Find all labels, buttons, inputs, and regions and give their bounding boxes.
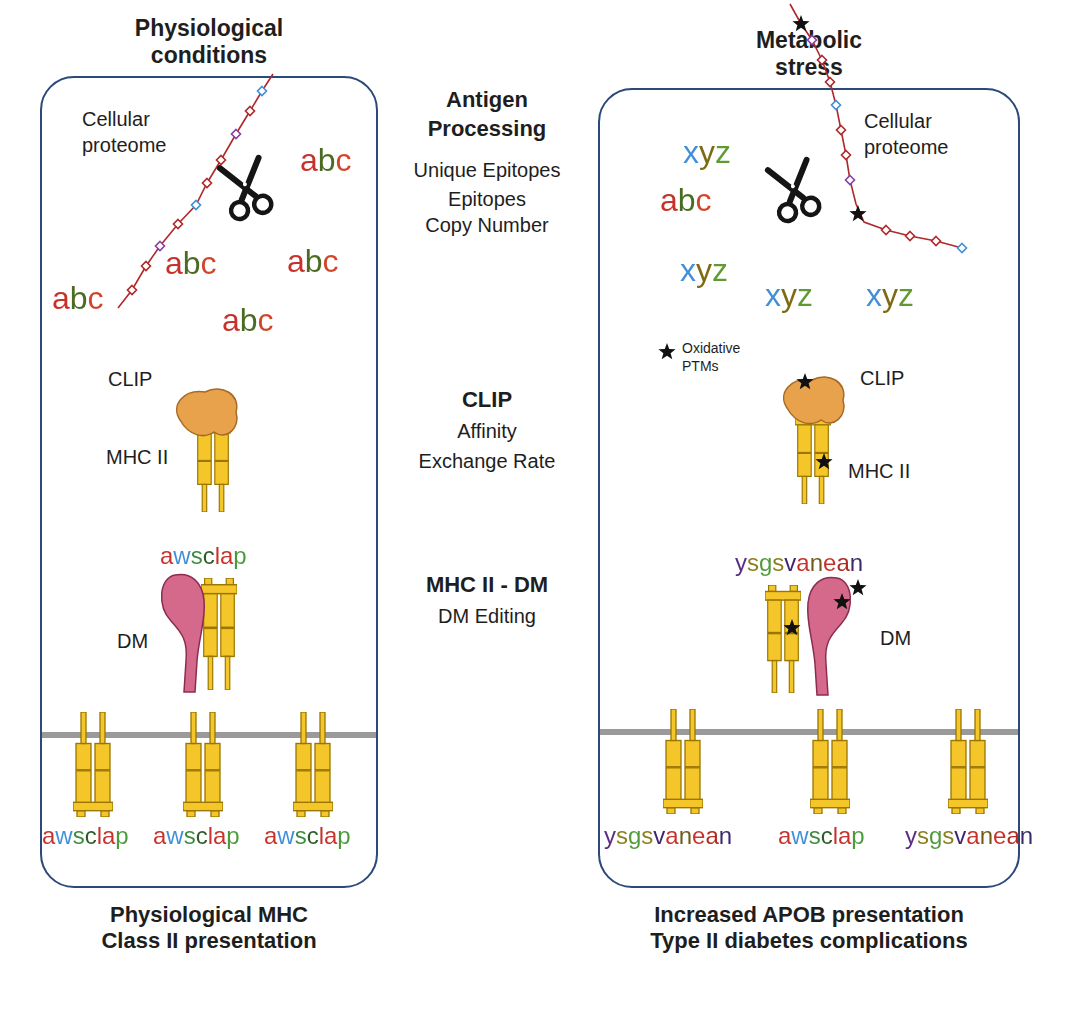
mhc-class-ii xyxy=(810,709,850,814)
oxidative-ptm-star xyxy=(815,453,832,469)
oxidative-ptm-star xyxy=(783,619,800,635)
section-heading: CLIP xyxy=(402,386,572,415)
molecule-label: CLIP xyxy=(108,366,152,392)
bead xyxy=(906,232,915,241)
clip-shape xyxy=(784,377,844,424)
oxidative-ptm-star xyxy=(849,205,866,221)
bead xyxy=(192,201,201,210)
bead xyxy=(217,156,226,165)
mhc-class-ii xyxy=(663,709,703,814)
parameter-label: Exchange Rate xyxy=(387,448,587,474)
clip-shape xyxy=(177,389,237,436)
bead xyxy=(958,244,967,253)
scissors-symbol xyxy=(219,158,273,221)
bead xyxy=(174,220,183,229)
section-heading: Antigen Processing xyxy=(402,86,572,143)
mhc-class-ii xyxy=(765,585,801,693)
molecule-label: MHC II xyxy=(106,444,168,470)
cell-membrane xyxy=(600,729,1018,735)
bead xyxy=(128,286,137,295)
molecule-label: DM xyxy=(117,628,148,654)
bead xyxy=(203,179,212,188)
oxidative-ptm-star xyxy=(833,593,850,609)
bead xyxy=(842,151,851,160)
epitope-label: abc xyxy=(52,278,104,320)
mhc-class-ii xyxy=(948,709,988,814)
oxidative-ptm-star xyxy=(796,373,813,389)
epitope-label: xyz xyxy=(683,132,731,174)
panel-heading: Physiological conditions xyxy=(94,15,324,70)
epitope-label: abc xyxy=(300,140,352,182)
legend-entry: Oxidative PTMs xyxy=(682,340,762,375)
epitope-label: xyz xyxy=(765,275,813,317)
mhc-class-ii xyxy=(201,578,237,690)
bead xyxy=(818,56,827,65)
parameter-label: Affinity xyxy=(387,418,587,444)
bead xyxy=(258,87,267,96)
bead xyxy=(808,36,817,45)
peptide-sequence: awsclap xyxy=(778,820,865,851)
peptide-sequence: awsclap xyxy=(264,820,351,851)
molecule-label: DM xyxy=(880,625,911,651)
peptide-sequence: ysgsvanean xyxy=(905,820,1033,851)
peptide-sequence: ysgsvanean xyxy=(735,547,863,578)
bead xyxy=(932,237,941,246)
epitope-label: xyz xyxy=(680,250,728,292)
panel-caption: Physiological MHC Class II presentation xyxy=(64,902,354,955)
annotation-label: Cellular proteome xyxy=(864,108,964,160)
peptide-sequence: awsclap xyxy=(42,820,129,851)
panel-caption: Increased APOB presentation Type II diab… xyxy=(619,902,999,955)
peptide-sequence: awsclap xyxy=(160,540,247,571)
bead xyxy=(142,262,151,271)
mhc-class-ii xyxy=(183,712,223,817)
epitope-label: abc xyxy=(660,180,712,222)
legend-star-symbol xyxy=(658,343,675,359)
molecule-label: CLIP xyxy=(860,365,904,391)
epitope-label: abc xyxy=(222,300,274,342)
parameter-label: DM Editing xyxy=(387,603,587,629)
bead xyxy=(846,176,855,185)
mhc-class-ii xyxy=(73,712,113,817)
cell-membrane xyxy=(42,732,376,738)
section-heading: MHC II - DM xyxy=(387,571,587,600)
bead xyxy=(246,107,255,116)
annotation-label: Cellular proteome xyxy=(82,106,182,158)
bead xyxy=(882,226,891,235)
dm-shape xyxy=(808,577,851,695)
peptide-sequence: ysgsvanean xyxy=(604,820,732,851)
epitope-label: abc xyxy=(287,241,339,283)
scissors-symbol xyxy=(767,160,821,223)
bead xyxy=(837,126,846,135)
mhc-class-ii xyxy=(293,712,333,817)
epitope-label: abc xyxy=(165,243,217,285)
parameter-label: Unique Epitopes xyxy=(387,157,587,183)
bead xyxy=(232,130,241,139)
molecule-label: MHC II xyxy=(848,458,910,484)
bead xyxy=(832,101,841,110)
oxidative-ptm-star xyxy=(849,579,866,595)
bead xyxy=(826,78,835,87)
dm-shape xyxy=(162,574,205,692)
bead xyxy=(156,242,165,251)
epitope-label: xyz xyxy=(866,275,914,317)
oxidative-ptm-star xyxy=(792,15,809,31)
legend-text: Oxidative PTMs xyxy=(682,340,762,375)
parameter-label: Epitopes Copy Number xyxy=(417,186,557,238)
peptide-sequence: awsclap xyxy=(153,820,240,851)
